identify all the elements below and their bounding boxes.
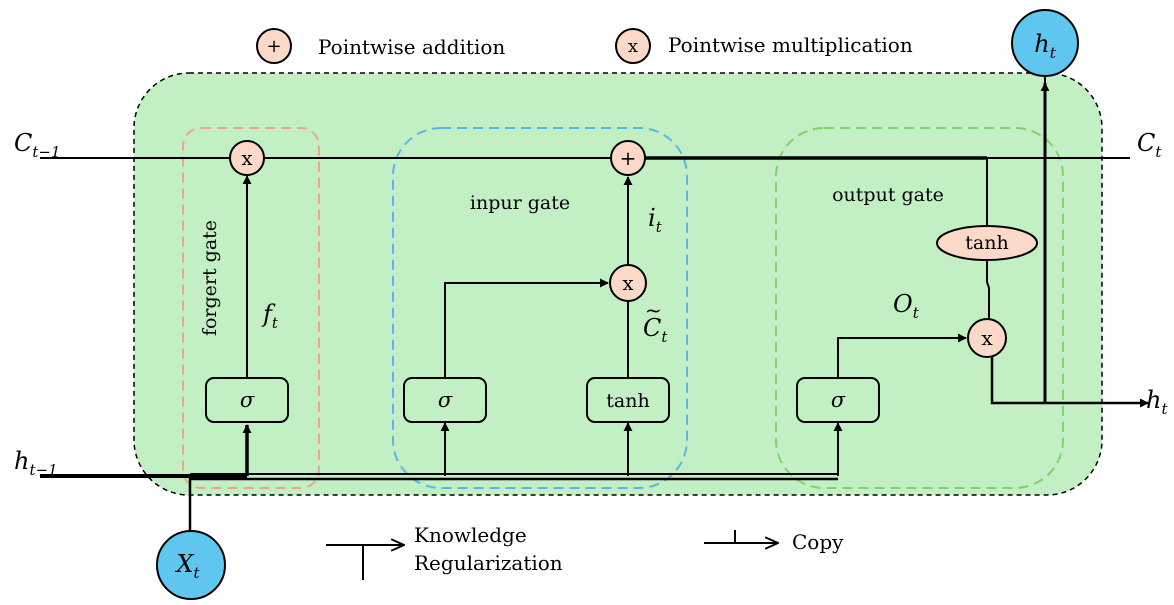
candidate-signal-label: Ct [643, 314, 668, 346]
output-multiply-symbol: x [981, 326, 993, 350]
output-tanh-label: tanh [965, 232, 1008, 254]
knowledge-regularization-label-1: Knowledge [414, 523, 527, 547]
forget-sigma-label: σ [240, 388, 255, 412]
output-multiply-operator [967, 318, 1007, 358]
input-sigma-output-arrow [444, 278, 609, 378]
forget-gate-label: forgert gate [199, 220, 221, 336]
cell-next-label: Ct [1137, 129, 1162, 161]
forget-gate-region [182, 127, 320, 489]
hidden-prev-label: ht−1 [14, 447, 58, 479]
output-sigma-output-arrow [837, 333, 967, 378]
top-hidden-output-label: ht [1034, 30, 1056, 62]
forget-sigma-box [205, 377, 289, 423]
output-sigma-box [796, 377, 880, 423]
output-signal-label: Ot [893, 290, 920, 322]
hidden-next-label: ht [1146, 386, 1168, 418]
input-gate-label: inpur gate [470, 192, 570, 214]
input-signal-label: it [648, 204, 663, 236]
input-xt-circle [156, 530, 226, 600]
candidate-accent: ~ [645, 298, 662, 322]
input-tanh-box [586, 377, 670, 423]
input-sigma-box [403, 377, 487, 423]
tanh-to-mult-line [986, 260, 990, 320]
output-gate-label: output gate [832, 184, 944, 206]
legend-multiplication-icon [615, 28, 651, 64]
input-add-symbol: + [620, 146, 637, 170]
legend-addition-label: Pointwise addition [318, 35, 505, 59]
knowledge-regularization-label-2: Regularization [414, 551, 563, 575]
forget-multiply-operator [229, 140, 265, 176]
legend-addition-symbol: + [266, 36, 281, 57]
input-gate-region [392, 127, 688, 489]
input-tanh-label: tanh [606, 390, 649, 412]
output-sigma-label: σ [831, 388, 846, 412]
top-hidden-output-circle [1011, 9, 1079, 77]
input-multiply-symbol: x [622, 271, 634, 295]
input-multiply-operator [609, 264, 647, 302]
input-sigma-label: σ [438, 388, 453, 412]
legend-addition-icon [256, 28, 292, 64]
output-to-ht-line [990, 356, 1149, 408]
output-tanh-oval [936, 225, 1038, 261]
input-xt-label: Xt [174, 550, 200, 582]
forget-multiply-symbol: x [241, 146, 253, 170]
cell-prev-label: Ct−1 [14, 129, 61, 161]
copy-label: Copy [792, 530, 844, 554]
legend-multiplication-label: Pointwise multiplication [668, 33, 913, 57]
input-add-operator [610, 140, 646, 176]
legend-multiplication-symbol: x [628, 36, 638, 57]
